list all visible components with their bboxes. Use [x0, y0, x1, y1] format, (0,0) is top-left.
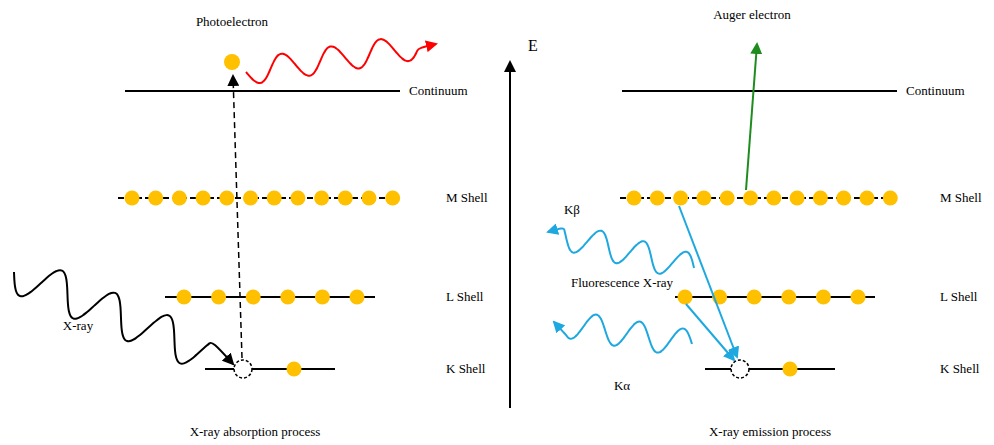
electron-dot: [766, 191, 781, 206]
electron-dot: [314, 191, 329, 206]
electron-dot: [172, 191, 187, 206]
continuum-line: [622, 90, 897, 92]
electron-dot: [851, 290, 866, 305]
electron-dot: [813, 191, 828, 206]
shell-label: M Shell: [938, 191, 984, 205]
electron-dot: [338, 191, 353, 206]
fluorescence-label: Fluorescence X-ray: [569, 276, 675, 290]
electron-dot: [219, 191, 234, 206]
transition-arrow: [686, 304, 734, 360]
shell-label: L Shell: [444, 290, 485, 304]
continuum-line: [125, 90, 400, 92]
shell-label: K Shell: [444, 362, 487, 376]
line-label: Kα: [612, 379, 632, 393]
photoelectron-dot: [224, 54, 240, 70]
electron-dots: [125, 191, 401, 305]
electron-dot: [280, 290, 295, 305]
electron-dot: [836, 191, 851, 206]
electron-dot: [747, 290, 762, 305]
electron-dot: [196, 191, 211, 206]
electron-dot: [650, 191, 665, 206]
xray-label: X-ray: [61, 319, 95, 333]
electron-dot: [883, 191, 898, 206]
electron-dot: [783, 362, 798, 377]
electron-dot: [860, 191, 875, 206]
energy-axis-label: E: [526, 37, 540, 55]
electron-dot: [148, 191, 163, 206]
waves: [14, 39, 694, 364]
electron-dot: [290, 191, 305, 206]
electron-dot: [781, 290, 796, 305]
electron-dot: [627, 191, 642, 206]
incident-xray-wave: [14, 270, 233, 364]
photoelectron-label: Photoelectron: [194, 15, 270, 29]
electron-dot: [790, 191, 805, 206]
electron-dot: [350, 290, 365, 305]
electron-dot: [816, 290, 831, 305]
l-shell-line: [165, 296, 375, 298]
k-shell-line: [205, 368, 335, 370]
electron-dot: [743, 191, 758, 206]
vacancy-circle: [731, 360, 749, 378]
shell-label: M Shell: [444, 191, 490, 205]
energy-axis: [509, 62, 511, 408]
line-label: Kβ: [562, 203, 582, 217]
auger-arrow: [746, 44, 757, 190]
electron-dot: [315, 290, 330, 305]
kbeta-wave: [548, 228, 694, 273]
electron-dot: [678, 290, 693, 305]
electron-dot: [267, 191, 282, 206]
electron-dot: [287, 362, 302, 377]
electron-dot: [125, 191, 140, 206]
auger-label: Auger electron: [711, 8, 793, 22]
photoelectron-wave: [246, 39, 436, 83]
panel-caption: X-ray emission process: [707, 425, 833, 439]
shell-label: L Shell: [938, 290, 979, 304]
electron-dot: [696, 191, 711, 206]
electron-dot: [385, 191, 400, 206]
vacancy-circle: [234, 360, 252, 378]
level-label: Continuum: [904, 84, 967, 98]
k-shell-line: [705, 368, 835, 370]
electron-dot: [362, 191, 377, 206]
electron-dot: [720, 191, 735, 206]
electron-dot: [246, 290, 261, 305]
shell-label: K Shell: [938, 362, 981, 376]
panel-caption: X-ray absorption process: [188, 425, 323, 439]
kalpha-wave: [554, 315, 692, 353]
l-shell-line: [675, 296, 875, 298]
electron-dot: [211, 290, 226, 305]
electron-dot: [673, 191, 688, 206]
excitation-arrow: [233, 76, 242, 358]
electron-dot: [243, 191, 258, 206]
level-label: Continuum: [407, 84, 470, 98]
electron-dot: [177, 290, 192, 305]
